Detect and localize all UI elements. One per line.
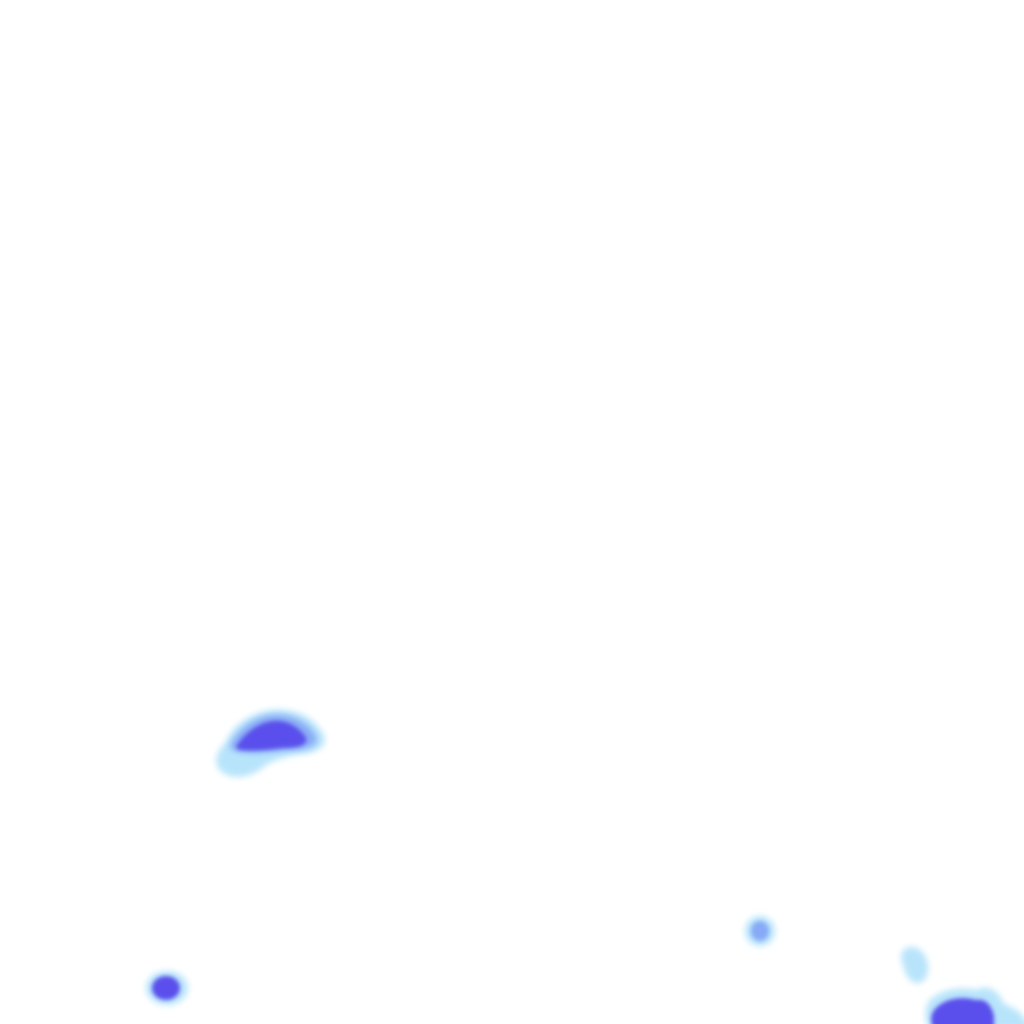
precipitation-cell-b: [146, 971, 188, 1005]
precipitation-cell-c: [745, 916, 775, 946]
precipitation-cell-d: [901, 946, 929, 984]
precipitation-cell-e: [925, 987, 1024, 1024]
precipitation-cell-a: [216, 709, 325, 777]
